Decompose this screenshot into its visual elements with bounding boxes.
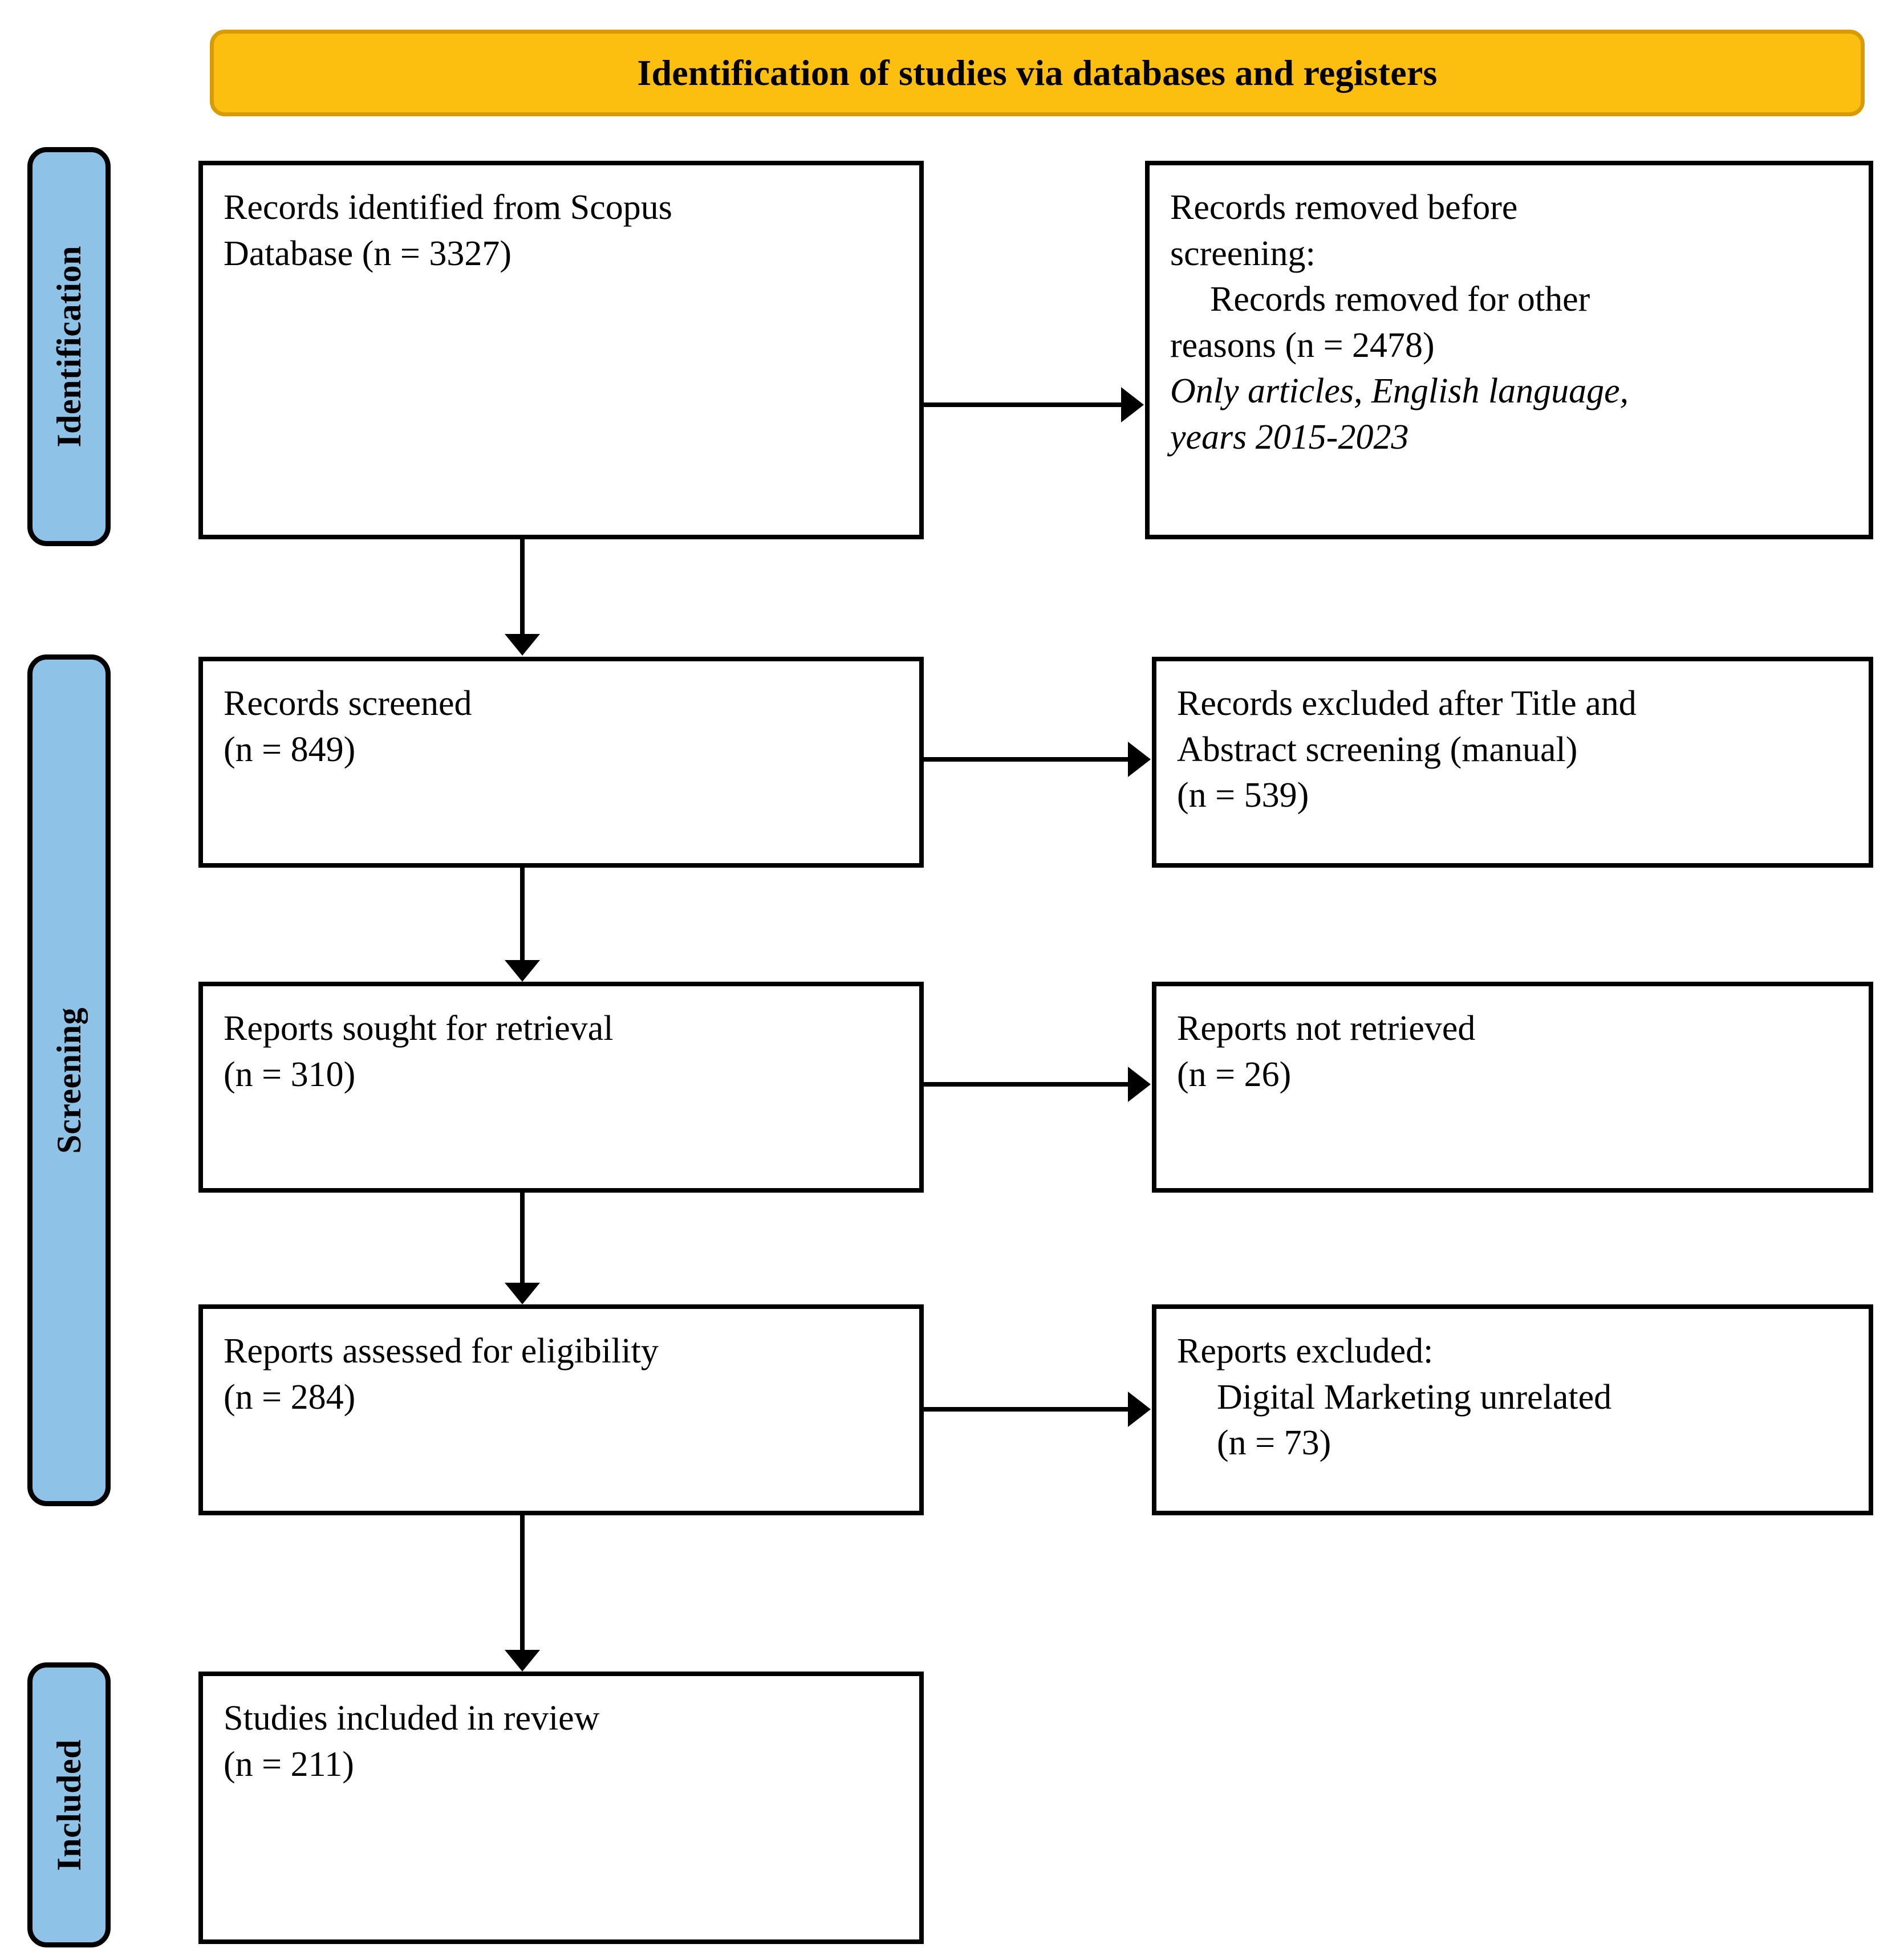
box-line: (n = 211): [224, 1744, 354, 1784]
box-line: (n = 73): [1217, 1424, 1331, 1463]
arrow-down-icon: [520, 539, 525, 636]
box-line: (n = 284): [224, 1377, 356, 1417]
box-line: screening:: [1170, 231, 1848, 277]
stage-label-text: Screening: [50, 1007, 88, 1154]
box-line: years 2015-2023: [1170, 417, 1409, 457]
box-records-screened: Records screened (n = 849): [198, 657, 924, 868]
box-studies-included-in-review: Studies included in review (n = 211): [198, 1672, 924, 1944]
arrow-right-icon: [924, 1407, 1130, 1412]
stage-label-included: Included: [27, 1662, 111, 1947]
box-reports-not-retrieved: Reports not retrieved (n = 26): [1152, 982, 1873, 1193]
arrow-down-icon: [520, 868, 525, 962]
arrow-right-icon: [924, 402, 1123, 407]
box-line: Records screened: [224, 684, 472, 723]
box-line: Only articles, English language,: [1170, 372, 1629, 411]
diagram-header-banner: Identification of studies via databases …: [210, 30, 1865, 116]
box-line: (n = 26): [1177, 1055, 1292, 1094]
stage-label-text: Included: [50, 1739, 88, 1871]
box-line-normal: :: [1305, 234, 1316, 273]
box-line: Records excluded after Title and: [1177, 684, 1637, 723]
box-records-removed-before-screening: Records removed before screening: Record…: [1145, 161, 1873, 539]
box-line: Reports sought for retrieval: [224, 1009, 614, 1048]
box-line: reasons (n = 2478): [1170, 326, 1435, 365]
box-line: Records removed for other: [1210, 280, 1590, 319]
box-line: Records removed before: [1170, 185, 1848, 231]
page-title: Identification of studies via databases …: [637, 52, 1438, 93]
box-line: Studies included in review: [224, 1699, 600, 1738]
box-line: Records identified from Scopus: [224, 188, 672, 227]
box-line: (n = 310): [224, 1055, 356, 1094]
box-line: (n = 539): [1177, 776, 1309, 815]
arrow-down-icon: [520, 1193, 525, 1285]
stage-label-text: Identification: [50, 246, 88, 448]
box-line: Reports assessed for eligibility: [224, 1332, 659, 1371]
box-reports-excluded: Reports excluded: Digital Marketing unre…: [1152, 1304, 1873, 1515]
box-line: Abstract screening (manual): [1177, 730, 1578, 769]
box-records-excluded-title-abstract: Records excluded after Title and Abstrac…: [1152, 657, 1873, 868]
box-line: (n = 849): [224, 730, 356, 769]
box-line-italic: screening: [1170, 234, 1306, 273]
box-line: Reports excluded:: [1177, 1332, 1434, 1371]
arrow-right-icon: [924, 1082, 1130, 1087]
arrow-right-icon: [924, 757, 1130, 762]
box-line: Database (n = 3327): [224, 234, 511, 273]
stage-label-screening: Screening: [27, 654, 111, 1506]
box-line: Digital Marketing unrelated: [1217, 1377, 1612, 1417]
box-records-identified: Records identified from Scopus Database …: [198, 161, 924, 539]
stage-label-identification: Identification: [27, 147, 111, 546]
box-line-italic: before: [1427, 188, 1518, 227]
box-line-normal: Records removed: [1170, 188, 1428, 227]
box-reports-assessed-for-eligibility: Reports assessed for eligibility (n = 28…: [198, 1304, 924, 1515]
box-line: Reports not retrieved: [1177, 1009, 1476, 1048]
arrow-down-icon: [520, 1515, 525, 1652]
box-reports-sought-for-retrieval: Reports sought for retrieval (n = 310): [198, 982, 924, 1193]
